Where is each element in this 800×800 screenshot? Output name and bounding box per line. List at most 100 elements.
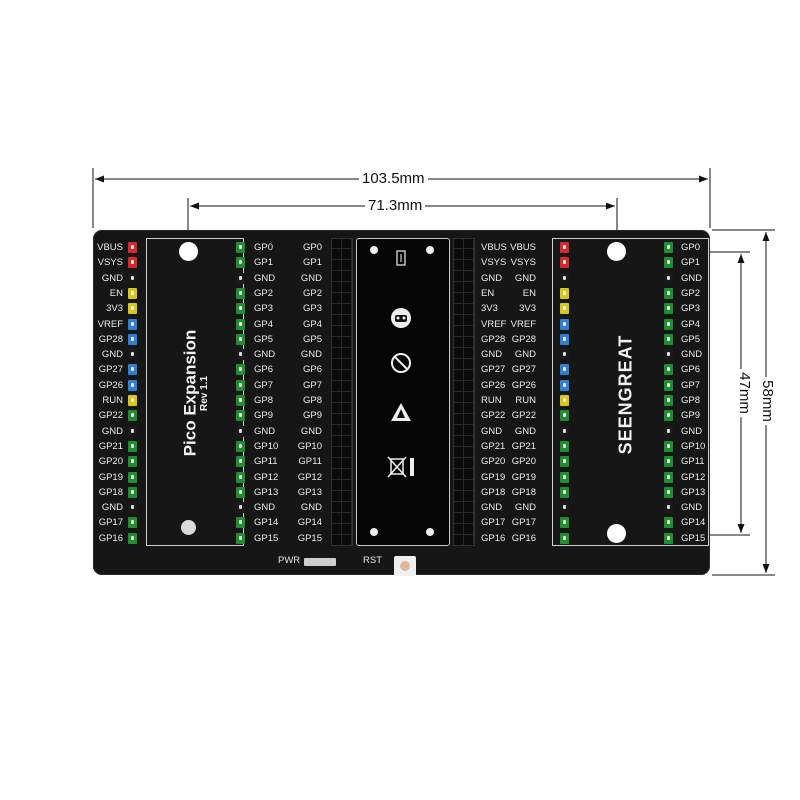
pin-label-left-mid: GP17 [511,517,536,529]
pin-label-left-outer: GP28 [98,333,123,345]
pin-label-right-center: GP26 [481,379,506,391]
pin-label-center-left: GP13 [297,486,322,498]
pin-label-right-inner: GP11 [254,456,278,468]
pin-label-right-center: RUN [481,395,502,406]
header-pin [128,303,137,315]
header-pin [664,364,673,376]
pin-label-right-outer: GP7 [681,379,701,391]
header-pin [560,471,569,483]
header-pin [128,318,137,330]
pin-label-left-outer: RUN [102,395,123,406]
pin-label-left-mid: GND [514,272,536,284]
pwr-led [304,558,336,566]
header-pin [236,471,245,483]
pin-label-right-inner: GP3 [254,303,274,315]
header-pin [236,333,245,345]
pin-label-right-outer: GP8 [681,395,701,406]
pin-label-right-inner: GND [254,502,276,514]
pin-label-right-inner: GP9 [254,410,274,422]
header-pin [664,471,673,483]
pin-label-right-outer: GP6 [681,364,701,376]
pin-label-right-outer: GP5 [681,333,701,345]
pin-label-center-left: GP11 [298,456,322,468]
pin-label-left-outer: GP16 [98,532,123,544]
pin-label-right-inner: GP6 [254,364,274,376]
pico-outline-left [146,238,244,546]
pin-label-right-center: GND [481,272,503,284]
header-pin [664,318,673,330]
pin-label-left-mid: EN [522,287,536,299]
header-pin [128,410,137,422]
pin-label-right-outer: GP0 [681,242,701,253]
header-pin [560,502,569,514]
header-pin [236,303,245,315]
header-pin [560,318,569,330]
header-pin [236,242,245,253]
header-pin [560,272,569,284]
header-pin [236,272,245,284]
mounting-hole [607,524,626,543]
pin-label-left-mid: GP27 [511,364,536,376]
pin-label-right-inner: GP2 [254,287,274,299]
header-pin [560,364,569,376]
header-pin [128,364,137,376]
pin-label-center-left: GND [300,502,322,514]
header-pin [128,333,137,345]
header-pin [236,257,245,269]
pin-label-right-inner: GP4 [254,318,274,330]
pin-label-left-mid: GP22 [511,410,536,422]
header-pin [236,379,245,391]
pin-label-left-mid: GP16 [511,532,536,544]
usb-icon [396,250,406,266]
reset-button[interactable] [394,556,416,576]
pin-label-right-inner: GP10 [254,440,279,452]
pin-label-left-mid: GP19 [511,471,536,483]
header-pin [128,440,137,452]
no-hand-icon [391,353,411,373]
header-pin [664,425,673,437]
pin-label-center-left: GP5 [302,333,322,345]
header-pin [560,410,569,422]
pin-label-right-inner: GP15 [254,532,279,544]
pin-label-right-outer: GP13 [681,486,706,498]
header-pin [664,257,673,269]
pin-label-right-center: GP20 [481,456,506,468]
pin-label-right-inner: GND [254,349,276,361]
pin-label-left-mid: GND [514,349,536,361]
pin-label-center-left: GP14 [297,517,322,529]
pin-label-right-outer: GP2 [681,287,701,299]
pin-label-left-outer: GP21 [98,440,123,452]
female-header-right [453,238,475,546]
header-pin [664,395,673,406]
header-pin [664,333,673,345]
header-pin [236,532,245,544]
header-pin [128,532,137,544]
pin-label-left-outer: GP27 [98,364,123,376]
header-pin [664,379,673,391]
pin-label-right-outer: GND [681,425,703,437]
pin-label-right-center: GND [481,349,503,361]
pin-label-center-left: GND [300,272,322,284]
pin-label-right-outer: GND [681,272,703,284]
board-revision: Rev 1.1 [199,375,211,412]
mounting-hole [181,520,196,535]
header-pin [128,395,137,406]
pin-label-left-mid: VSYS [510,257,536,269]
pin-label-right-inner: GND [254,272,276,284]
header-pin [664,303,673,315]
header-pin [128,425,137,437]
pin-label-right-center: VBUS [481,242,507,253]
header-pin [128,257,137,269]
header-pin [664,272,673,284]
pin-label-center-left: GP1 [302,257,322,269]
header-pin [236,517,245,529]
pin-label-center-left: GP10 [297,440,322,452]
pin-label-right-outer: GP4 [681,318,701,330]
header-pin [664,532,673,544]
pin-label-left-outer: GP22 [98,410,123,422]
pin-label-left-mid: RUN [515,395,536,406]
mounting-hole [179,242,198,261]
header-pin [236,287,245,299]
pin-label-center-left: GP7 [302,379,322,391]
header-pin [128,379,137,391]
